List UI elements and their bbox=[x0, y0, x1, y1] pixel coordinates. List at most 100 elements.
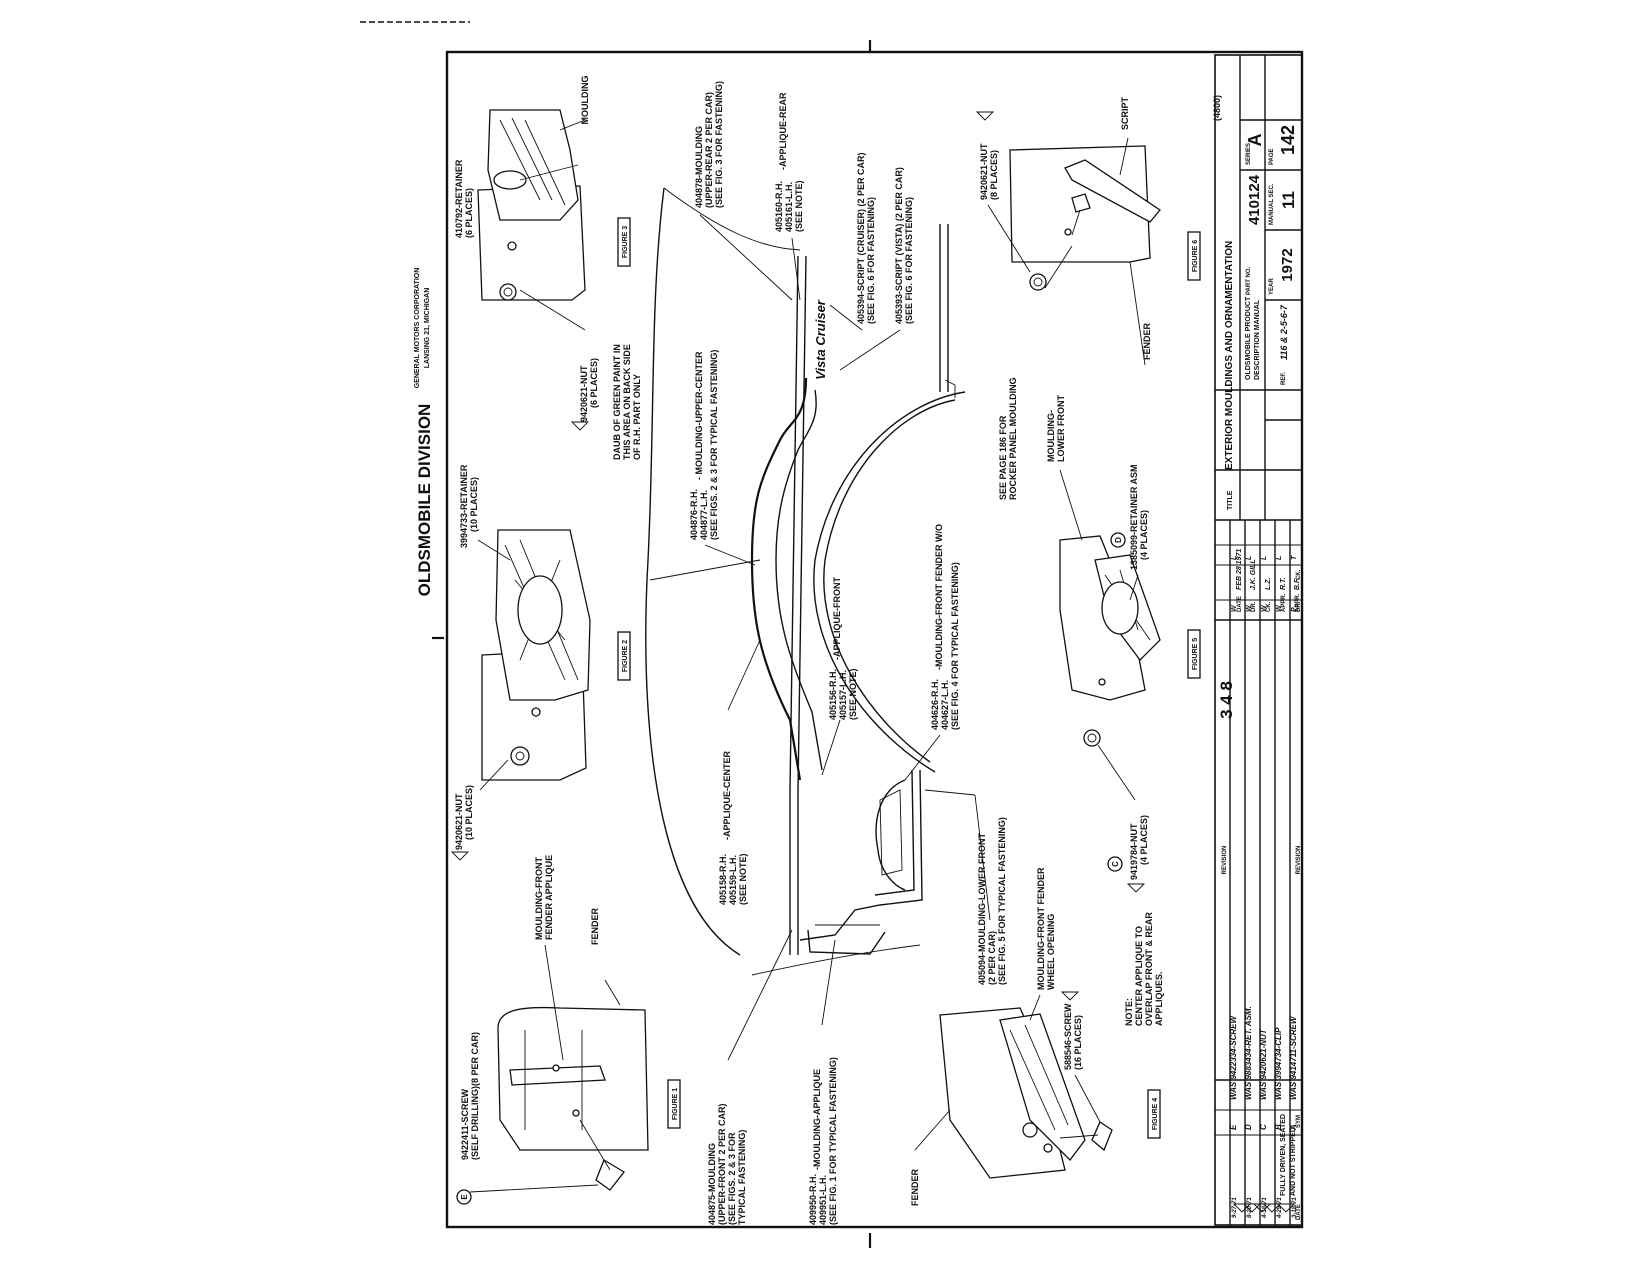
symbol-e: E bbox=[460, 1194, 469, 1200]
figure-2-label: FIGURE 2 bbox=[622, 640, 629, 672]
revision-text: WAS 3994734-CLIP bbox=[1274, 1027, 1283, 1100]
label-404875-fastening: TYPICAL FASTENING) bbox=[737, 1130, 747, 1225]
label-9419784-qty: (4 PLACES) bbox=[1139, 815, 1149, 865]
revision-ck: T bbox=[1291, 555, 1298, 560]
label-404878-moulding: 404878-MOULDING bbox=[694, 126, 704, 208]
label-588546-screw: 588546-SCREW bbox=[1063, 1003, 1073, 1070]
symbol-e-circle bbox=[456, 1189, 472, 1205]
division-title: OLDSMOBILE DIVISION bbox=[415, 404, 434, 597]
label-9422411-screw: 9422411-SCREW bbox=[460, 1088, 470, 1160]
label-note-1: CENTER APPLIQUE TO bbox=[1134, 926, 1144, 1026]
revision-text: WAS 9883434-RET. ASM. bbox=[1244, 1006, 1253, 1100]
ck-column-label: CK. bbox=[1296, 569, 1302, 580]
label-405393-script: 405393-SCRIPT (VISTA) (2 PER CAR) bbox=[894, 167, 904, 324]
label-409951-lh: 409951-L.H. bbox=[818, 1175, 828, 1225]
figure-4-tag bbox=[1147, 1089, 1161, 1139]
label-upper-center-fastening: (SEE FIGS. 2 & 3 FOR TYPICAL FASTENING) bbox=[709, 350, 719, 540]
label-409950-rh: 409950-R.H. bbox=[808, 1174, 818, 1225]
appr2-value: B.F. bbox=[1294, 578, 1301, 591]
label-note-2: OVERLAP FRONT & REAR bbox=[1144, 912, 1154, 1026]
manual-sec-label: MANUAL SEC. bbox=[1269, 183, 1275, 225]
label-not-stripped: AND NOT STRIPPED bbox=[1290, 1127, 1297, 1196]
label-405160-rh: 405160-R.H. bbox=[774, 181, 784, 232]
revision-date: 3-18-71 bbox=[1292, 1197, 1298, 1218]
revision-dr: W bbox=[1246, 604, 1253, 612]
label-405157-lh: 405157-L.H. bbox=[838, 670, 848, 720]
label-405094-fastening: (SEE FIG. 5 FOR TYPICAL FASTENING) bbox=[997, 817, 1007, 985]
appr1-value: R.T. bbox=[1280, 577, 1287, 590]
revision-ck: L bbox=[1261, 556, 1268, 560]
label-404627-lh: 404627-L.H. bbox=[940, 680, 950, 730]
series-label: SERIES bbox=[1246, 143, 1252, 165]
label-fender-fig1: FENDER bbox=[590, 907, 600, 945]
label-applique-center-note: (SEE NOTE) bbox=[738, 853, 748, 905]
symbol-c: C bbox=[1111, 861, 1120, 867]
label-9419784-nut: 9419784-NUT bbox=[1129, 823, 1139, 880]
label-applique-front: -APPLIQUE-FRONT bbox=[832, 577, 842, 660]
label-daub-2: THIS AREA ON BACK SIDE bbox=[622, 344, 632, 460]
label-fender-fig4: FENDER bbox=[910, 1168, 920, 1206]
revision-dr: W bbox=[1261, 604, 1268, 612]
label-daub-1: DAUB OF GREEN PAINT IN bbox=[612, 344, 622, 460]
label-fully-driven: FULLY DRIVEN, SEATED bbox=[1280, 1114, 1287, 1196]
label-404877-lh: 404877-L.H. bbox=[699, 490, 709, 540]
drawing-code: (4800) bbox=[1212, 95, 1222, 121]
label-moulding-front-fender-wheel: MOULDING-FRONT FENDER bbox=[1036, 867, 1046, 990]
appr2-label: APPR. bbox=[1295, 593, 1301, 612]
label-1385099-qty: (4 PLACES) bbox=[1139, 510, 1149, 560]
label-wheel-opening: WHEEL OPENING bbox=[1046, 914, 1056, 990]
label-moulding-upper-center: - MOULDING-UPPER-CENTER bbox=[694, 351, 704, 480]
label-applique-front-note: (SEE NOTE) bbox=[848, 668, 858, 720]
revision-dr: W bbox=[1276, 604, 1283, 612]
label-409950-fastening: (SEE FIG. 1 FOR TYPICAL FASTENING) bbox=[828, 1057, 838, 1225]
label-588546-qty: (16 PLACES) bbox=[1073, 1015, 1083, 1070]
ck-label: CK. bbox=[1266, 601, 1272, 612]
part-no-label: PART NO. bbox=[1246, 266, 1252, 295]
revision-ck: L bbox=[1231, 556, 1238, 560]
label-note-title: NOTE: bbox=[1124, 998, 1134, 1026]
label-moulding-fig3: MOULDING bbox=[580, 76, 590, 125]
symbol-c-circle bbox=[1107, 856, 1123, 872]
revision-date: 4-29-71 bbox=[1277, 1197, 1283, 1219]
label-daub-3: OF R.H. PART ONLY bbox=[632, 374, 642, 460]
label-3994733-retainer: 3994733-RETAINER bbox=[459, 464, 469, 548]
ref-value: 116 & 2-5-6-7 bbox=[1279, 304, 1289, 360]
dr-column-label: DR. bbox=[1296, 601, 1302, 612]
figure-5-tag bbox=[1187, 629, 1201, 679]
product-line-2: DESCRIPTION MANUAL bbox=[1254, 299, 1261, 380]
label-fender-fig6: FENDER bbox=[1142, 322, 1152, 360]
date-label: DATE bbox=[1237, 596, 1243, 612]
figure-1-tag bbox=[667, 1079, 681, 1129]
label-404878-qty: (UPPER-REAR 2 PER CAR) bbox=[704, 92, 714, 208]
figure-6-tag bbox=[1187, 231, 1201, 281]
date-column-label: DATE bbox=[1296, 1204, 1302, 1220]
revision-sym: E bbox=[1229, 1124, 1238, 1130]
label-404626-rh: 404626-R.H. bbox=[930, 679, 940, 730]
revision-ck: L bbox=[1276, 556, 1283, 560]
title-label: TITLE bbox=[1227, 490, 1234, 510]
revision-sym: B bbox=[1274, 1124, 1283, 1130]
symbol-d: D bbox=[1114, 537, 1123, 543]
series-value: A bbox=[1245, 134, 1265, 147]
label-404875-qty: (UPPER-FRONT 2 PER CAR) bbox=[717, 1103, 727, 1225]
label-404626-fastening: (SEE FIG. 4 FOR TYPICAL FASTENING) bbox=[950, 562, 960, 730]
revision-text: WAS 9414711-SCREW bbox=[1289, 1015, 1298, 1100]
label-moulding-front-fender-applique: MOULDING-FRONT bbox=[534, 857, 544, 940]
revision-column-label: REVISION bbox=[1222, 846, 1228, 875]
label-moulding-applique: -MOULDING-APPLIQUE bbox=[812, 1069, 822, 1170]
title-block bbox=[1214, 54, 1303, 1226]
revision-column-label-2: REVISION bbox=[1296, 846, 1302, 875]
revision-text: WAS 9420621-NUT bbox=[1259, 1028, 1268, 1100]
label-404875-see: (SEE FIGS. 2 & 3 FOR bbox=[727, 1132, 737, 1225]
symbol-d-circle bbox=[1110, 532, 1126, 548]
product-line-1: OLDSMOBILE PRODUCT bbox=[1245, 296, 1252, 380]
label-nut-fig3-qty: (6 PLACES) bbox=[589, 358, 599, 408]
label-405158-rh: 405158-R.H. bbox=[718, 854, 728, 905]
label-note-3: APPLIQUES. bbox=[1154, 971, 1164, 1026]
label-405156-rh: 405156-R.H. bbox=[828, 669, 838, 720]
label-3994733-qty: (10 PLACES) bbox=[469, 477, 479, 532]
label-405094-qty: (2 PER CAR) bbox=[987, 931, 997, 985]
sym-column-label: SYM bbox=[1296, 1115, 1302, 1128]
label-410792-retainer: 410792-RETAINER bbox=[454, 159, 464, 238]
